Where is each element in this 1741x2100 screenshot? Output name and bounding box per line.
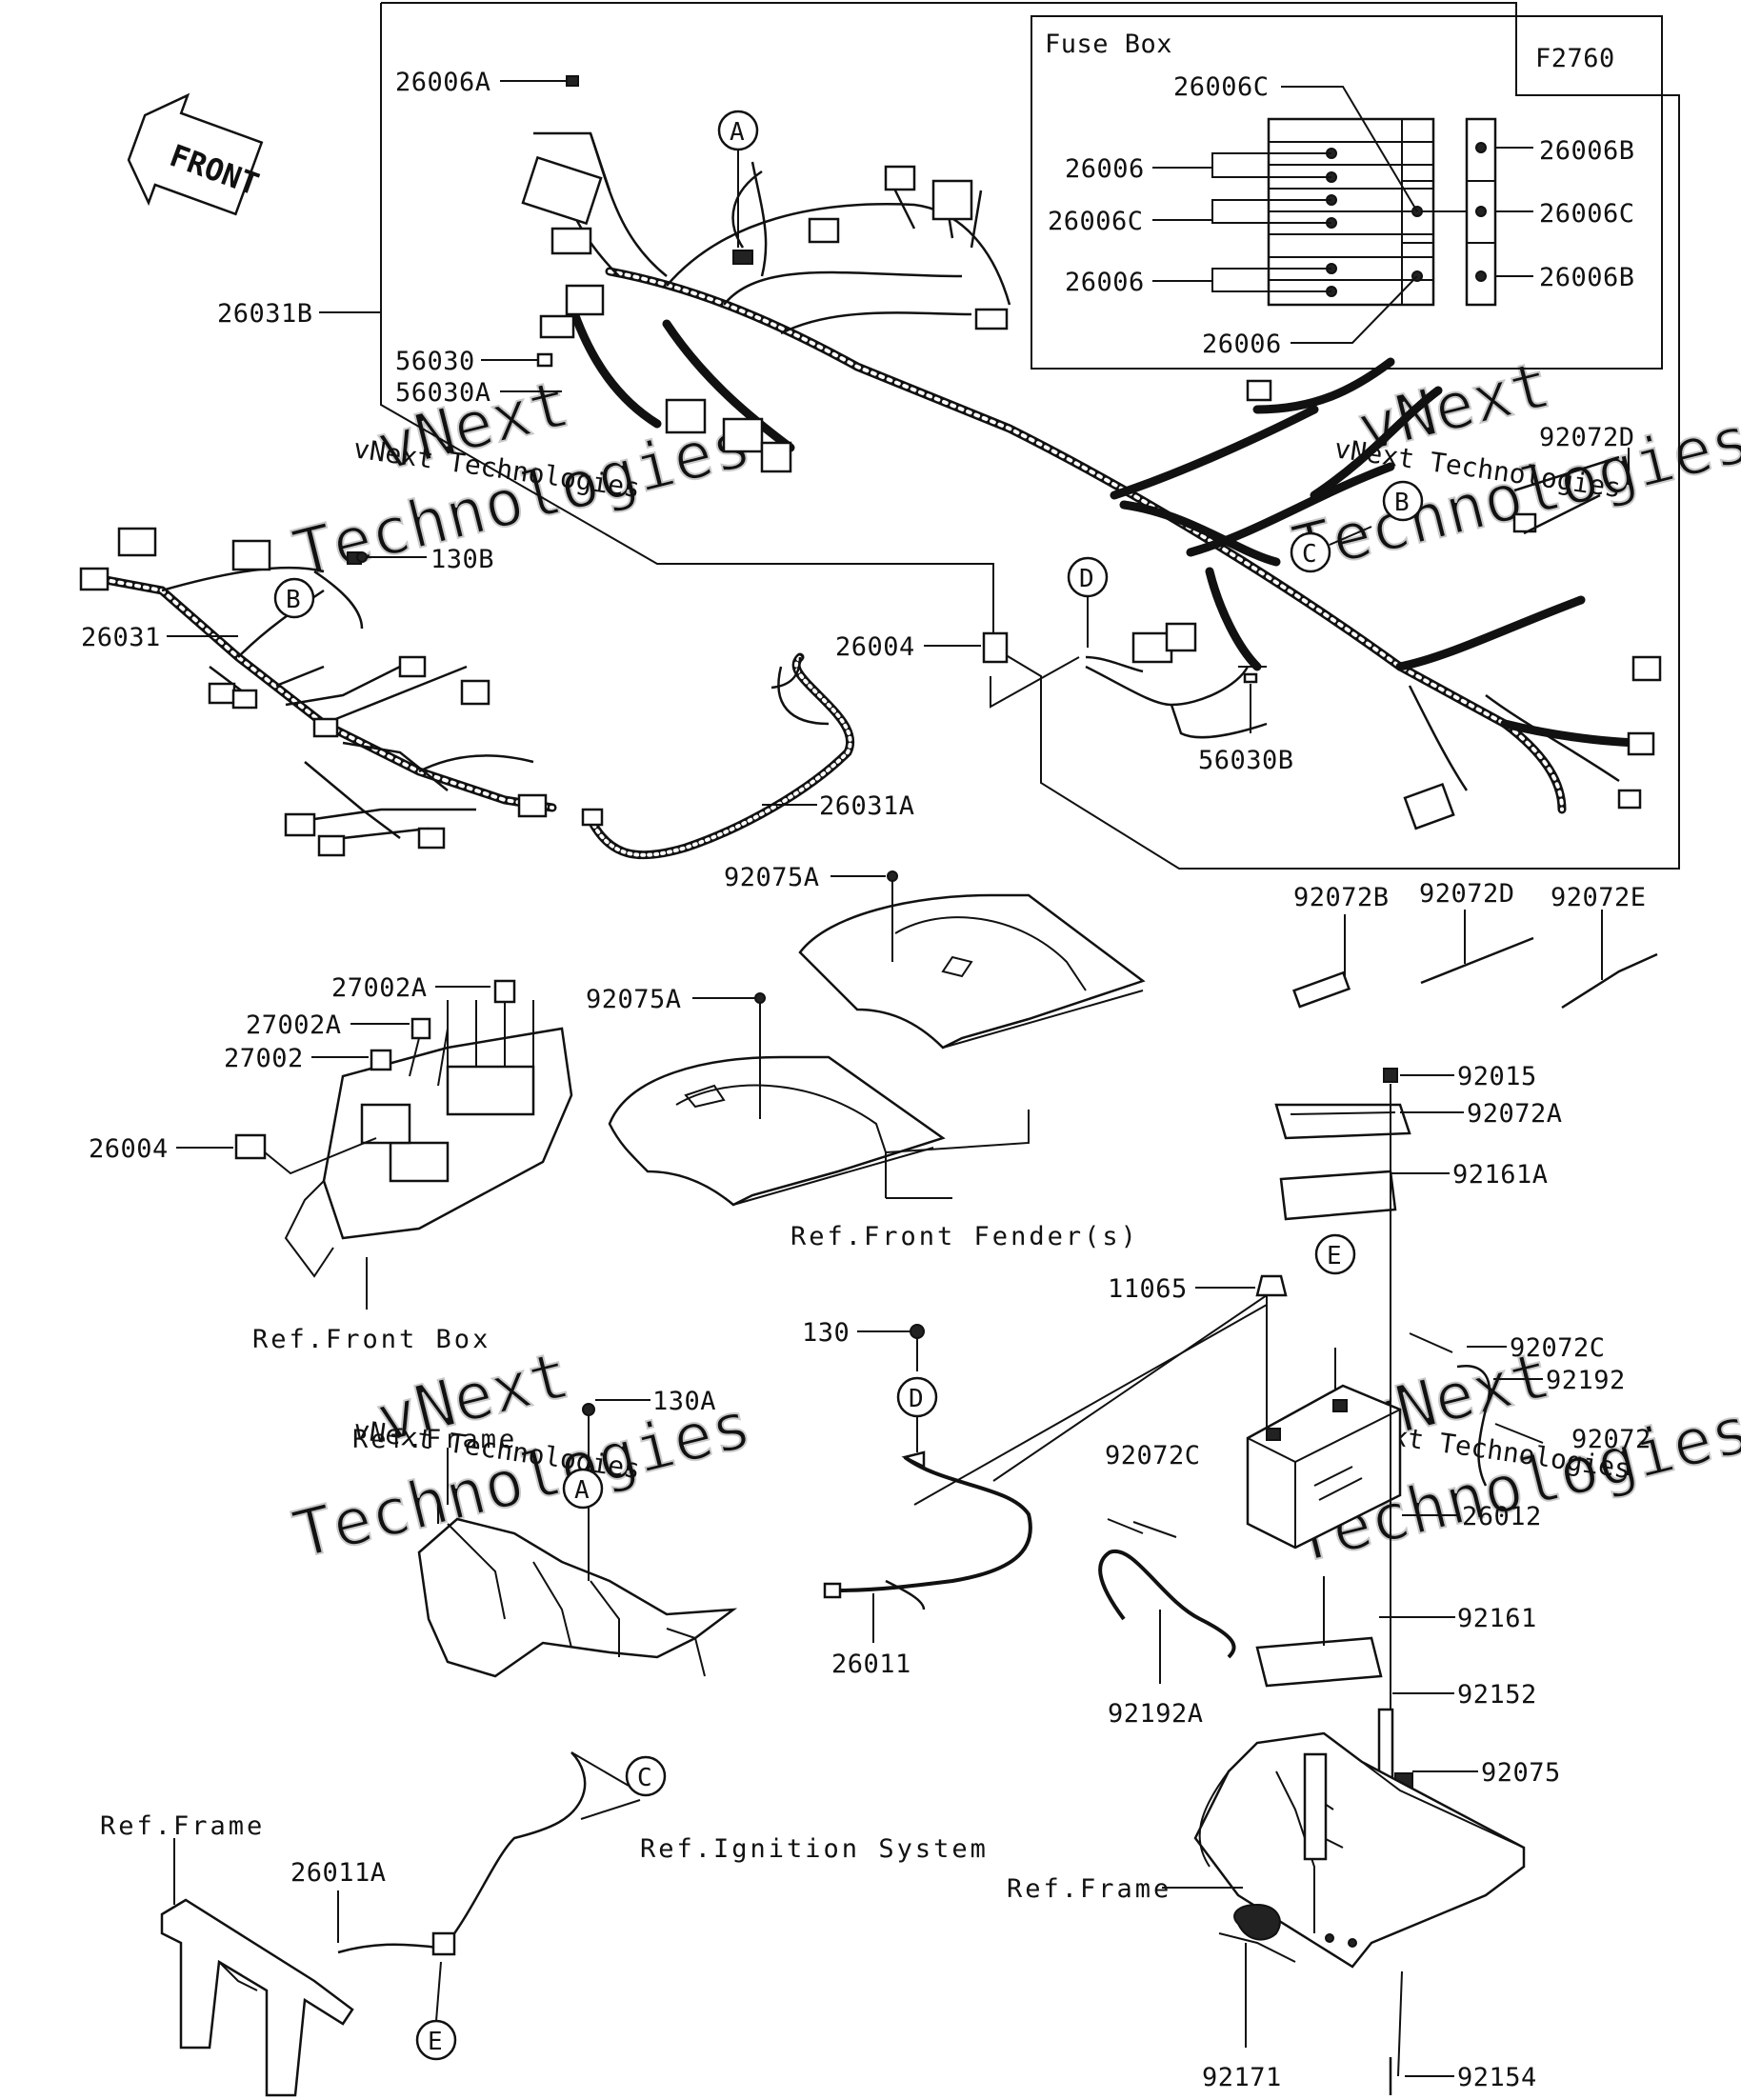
part-label: 26006A [395, 68, 491, 97]
ref-label: Ref.Front Fender(s) [790, 1222, 1139, 1251]
front-fenders [608, 893, 1146, 1207]
part-label: 26004 [89, 1134, 169, 1164]
callout-b-subharness: B [273, 577, 315, 619]
part-label: 92161A [1452, 1160, 1549, 1190]
part-label: 92072A [1467, 1099, 1563, 1129]
frame-front [417, 1403, 738, 1678]
part-label: 92192 [1546, 1366, 1626, 1395]
ties-loose [1292, 455, 1658, 1010]
breather-tube-92192a [1098, 1518, 1236, 1659]
callout-label: B [1394, 489, 1410, 517]
connectors-27002 [234, 979, 516, 1160]
callout-a-frame: A [562, 1468, 604, 1510]
screw-92075a [754, 870, 898, 1119]
coiled-harness-26031a [581, 652, 855, 860]
part-label: 26031 [81, 623, 161, 652]
callout-b-main: B [1382, 480, 1424, 522]
part-label: 92192A [1108, 1699, 1204, 1729]
front-box [284, 1000, 573, 1278]
part-label: 92072B [1293, 883, 1390, 912]
part-label: 26004 [835, 632, 915, 662]
battery-tray-frame [1193, 1731, 1526, 2095]
callout-label: E [428, 2028, 443, 2056]
part-label: 130 [802, 1318, 850, 1348]
part-label: 92154 [1457, 2063, 1537, 2092]
part-label: 92072 [1571, 1425, 1651, 1454]
ref-label: Ref.Front Box [252, 1325, 490, 1354]
part-label: 56030B [1198, 746, 1294, 775]
fuse-label: 26006C [1048, 207, 1144, 236]
fuse-box-title: Fuse Box [1045, 30, 1172, 59]
part-label: 130B [430, 545, 494, 574]
fuse-box-inset: Fuse Box [1031, 15, 1663, 370]
harness-group-outline [380, 2, 1680, 870]
battery-hold-parts [1255, 1068, 1413, 1900]
part-label: 92171 [1202, 2063, 1282, 2092]
part-label: 92072E [1551, 883, 1647, 912]
fuse-label: 26006B [1539, 136, 1635, 166]
part-labels: 26006A 26031B 56030 56030A 130B 26031 26… [81, 68, 1651, 2092]
callout-a-harness: A [717, 110, 759, 248]
part-label: 92072C [1105, 1441, 1201, 1470]
callout-label: B [286, 586, 301, 614]
ref-label: Ref.Frame [100, 1811, 265, 1841]
ref-label: Ref.Frame [352, 1425, 517, 1454]
part-label: 92075 [1481, 1758, 1561, 1788]
part-label: 26031A [819, 791, 915, 821]
callout-label: D [1079, 565, 1094, 593]
part-label: 26011 [831, 1650, 911, 1679]
ref-label: Ref.Ignition System [640, 1834, 989, 1864]
front-arrow-icon: FRONT [127, 92, 264, 216]
battery-26012 [1246, 1274, 1402, 1550]
fuse-label: 26006B [1539, 263, 1635, 292]
part-label: 26012 [1462, 1502, 1542, 1531]
part-label: 92072C [1510, 1333, 1606, 1363]
part-label: 92075A [724, 863, 820, 892]
ref-label: Ref.Frame [1007, 1874, 1171, 1904]
fuse-label: 26006 [1202, 330, 1282, 359]
callout-label: E [1327, 1242, 1342, 1270]
fuse-label: 26006C [1173, 72, 1270, 102]
main-harness-26031b [521, 131, 1662, 830]
breather-tube-92192 [1409, 1332, 1544, 1487]
callout-label: C [1302, 540, 1317, 569]
callout-e-ground: E [415, 1961, 457, 2061]
part-label: 92072D [1419, 879, 1515, 909]
part-label: 92015 [1457, 1062, 1537, 1091]
part-label: 92161 [1457, 1604, 1537, 1633]
part-label: 27002A [246, 1010, 342, 1040]
fuse-label: 26006 [1065, 154, 1145, 184]
figure-id: F2760 [1535, 44, 1615, 73]
part-label: 27002 [224, 1044, 304, 1073]
part-label: 56030 [395, 347, 475, 376]
callout-label: A [574, 1476, 590, 1505]
part-label: 130A [652, 1387, 716, 1416]
part-label: 92072D [1539, 423, 1635, 452]
callout-e-battery: E [1314, 1233, 1356, 1275]
callout-c-main: C [1290, 526, 1372, 573]
part-label: 27002A [331, 973, 428, 1003]
part-label: 11065 [1108, 1274, 1188, 1304]
callout-label: C [637, 1764, 652, 1792]
part-label: 26031B [217, 299, 313, 329]
fuse-label: 26006C [1539, 199, 1635, 229]
callout-c-ignition: C [625, 1755, 667, 1797]
callout-d-cable: D [896, 1376, 938, 1452]
part-label: 56030A [395, 378, 491, 408]
part-label: 92152 [1457, 1680, 1537, 1710]
ground-lead-26011a [160, 1751, 641, 2097]
part-26004-upper [982, 622, 1268, 739]
reference-labels: Ref.Front Fender(s) Ref.Front Box Ref.Fr… [100, 1222, 1243, 1905]
sub-harness-26031 [79, 527, 557, 857]
fuse-label: 26006 [1065, 268, 1145, 297]
part-label: 26011A [290, 1858, 387, 1888]
callout-label: A [730, 118, 745, 147]
callout-d-main: D [1067, 556, 1109, 648]
callout-label: D [909, 1385, 924, 1413]
part-label: 92075A [586, 985, 682, 1014]
